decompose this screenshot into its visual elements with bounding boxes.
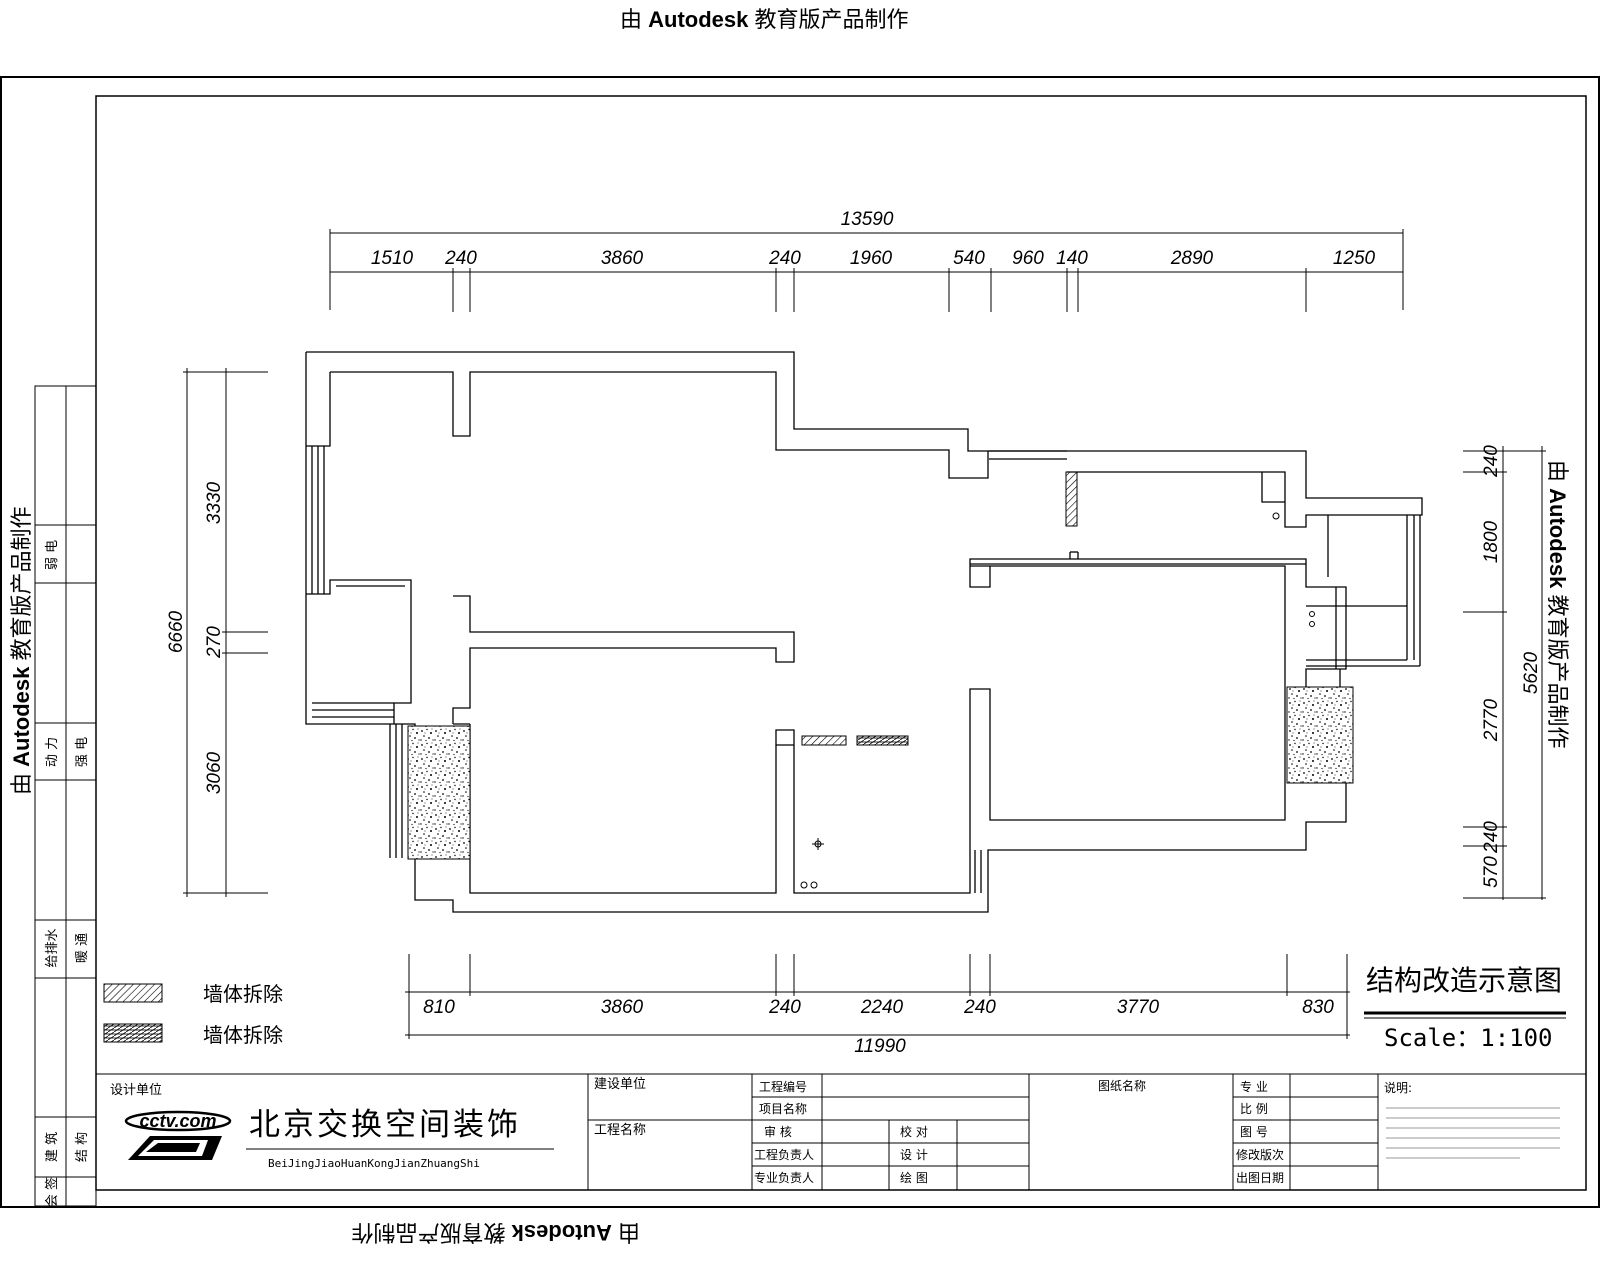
dim-right-total: 5620 — [1521, 651, 1542, 694]
sidebar-labels: 弱 电 动 力 强 电 给排水 暖 通 建 筑 结 构 会 签 — [44, 540, 90, 1207]
company-name: 北京交换空间装饰 — [249, 1107, 521, 1143]
tb-project-name: 工程名称 — [594, 1122, 646, 1138]
watermark-top: 由 Autodesk 教育版产品制作 — [620, 7, 909, 32]
dim-bottom-seg: 830 — [1302, 997, 1334, 1018]
dim-bottom-seg: 240 — [768, 997, 801, 1018]
dim-right-seg: 2770 — [1481, 698, 1502, 742]
scale-label: Scale：1:100 — [1384, 1024, 1553, 1052]
tb-design-unit: 设计单位 — [110, 1083, 162, 1098]
dim-top-seg: 140 — [1056, 248, 1088, 269]
dims-right: 240 1800 2770 240 570 5620 — [1481, 445, 1542, 888]
cctv-logo: cctv.com — [124, 1110, 232, 1160]
tb-item-name: 项目名称 — [759, 1101, 807, 1116]
dim-top-seg: 1960 — [850, 248, 893, 269]
tb-sheet-name: 图纸名称 — [1098, 1078, 1146, 1093]
tb-design: 设 计 — [900, 1148, 928, 1162]
floor-plan — [305, 351, 1423, 913]
dim-top-total: 13590 — [841, 209, 894, 230]
tb-project-lead: 工程负责人 — [754, 1147, 814, 1162]
sidebar-label: 弱 电 — [45, 540, 60, 570]
legend-label: 墙体拆除 — [203, 982, 283, 1006]
dims-bottom: 810 3860 240 2240 240 3770 830 11990 — [423, 997, 1334, 1057]
dimension-lines — [183, 229, 1546, 1039]
company-pinyin: BeiJingJiaoHuanKongJianZhuangShi — [268, 1157, 480, 1170]
dim-top-seg: 960 — [1012, 248, 1044, 269]
dim-bottom-seg: 3770 — [1117, 997, 1160, 1018]
notes-lines — [1386, 1107, 1560, 1159]
tb-proofread: 校 对 — [900, 1124, 928, 1139]
demolish-wall-3 — [856, 735, 909, 746]
sidebar-label: 强 电 — [75, 737, 90, 767]
tb-discipline: 专 业 — [1240, 1079, 1268, 1094]
tb-revision: 修改版次 — [1236, 1147, 1284, 1162]
dim-bottom-seg: 3860 — [601, 997, 644, 1018]
dim-top-seg: 240 — [444, 248, 477, 269]
balcony-fill-left — [407, 725, 471, 860]
dim-left-seg: 270 — [204, 626, 225, 659]
dims-top: 13590 1510 240 3860 240 1960 540 960 140… — [371, 209, 1376, 269]
dim-top-seg: 240 — [768, 248, 801, 269]
sidebar-label: 给排水 — [45, 928, 60, 967]
sidebar-label: 建 筑 — [44, 1132, 60, 1162]
tb-review: 审 核 — [764, 1124, 792, 1139]
logo-text: cctv.com — [139, 1111, 216, 1131]
title-block — [95, 1073, 1587, 1191]
title-block-labels: 设计单位 建设单位 工程名称 工程编号 项目名称 审 核 校 对 工程负责人 设… — [110, 1077, 1412, 1185]
dim-top-seg: 1510 — [371, 248, 414, 269]
dim-bottom-seg: 810 — [423, 997, 455, 1018]
signoff-sidebar — [34, 385, 97, 1207]
dim-left-total: 6660 — [166, 610, 187, 653]
dims-left: 6660 3330 270 3060 — [166, 481, 225, 794]
outer-frame — [0, 76, 1600, 1208]
dim-top-seg: 540 — [953, 248, 985, 269]
sidebar-label: 会 签 — [44, 1177, 60, 1207]
sidebar-label: 动 力 — [45, 737, 60, 767]
tb-discipline-lead: 专业负责人 — [754, 1170, 814, 1185]
dim-right-seg: 1800 — [1481, 520, 1502, 563]
balcony-fill-right — [1286, 686, 1354, 784]
tb-notes-title: 说明: — [1384, 1080, 1412, 1095]
tb-ratio: 比 例 — [1240, 1102, 1268, 1116]
demolish-wall-1 — [1065, 471, 1078, 527]
dim-left-seg: 3330 — [204, 481, 225, 524]
dim-right-seg: 240 — [1481, 445, 1502, 478]
dim-bottom-seg: 2240 — [860, 997, 904, 1018]
dim-bottom-seg: 240 — [963, 997, 996, 1018]
dim-top-seg: 3860 — [601, 248, 644, 269]
sidebar-label: 暖 通 — [75, 933, 90, 963]
tb-build-unit: 建设单位 — [594, 1077, 646, 1092]
sidebar-label: 结 构 — [75, 1132, 90, 1162]
dim-right-seg: 240 — [1481, 821, 1502, 854]
dim-left-seg: 3060 — [204, 751, 225, 794]
tb-drawing: 绘 图 — [900, 1170, 928, 1185]
drawing-title: 结构改造示意图 — [1366, 964, 1562, 997]
dim-top-seg: 2890 — [1170, 248, 1214, 269]
dim-bottom-total: 11990 — [854, 1036, 906, 1057]
tb-issue-date: 出图日期 — [1236, 1171, 1284, 1185]
tb-project-no: 工程编号 — [759, 1079, 807, 1094]
tb-sheet-no: 图 号 — [1240, 1125, 1268, 1139]
legend-swatch-hatch — [103, 983, 163, 1003]
dim-top-seg: 1250 — [1333, 248, 1376, 269]
demolish-wall-2 — [801, 735, 847, 746]
dim-right-seg: 570 — [1481, 856, 1502, 888]
fixtures — [800, 512, 1315, 889]
legend-label: 墙体拆除 — [203, 1023, 283, 1047]
legend-swatch-crosshatch — [103, 1023, 163, 1043]
